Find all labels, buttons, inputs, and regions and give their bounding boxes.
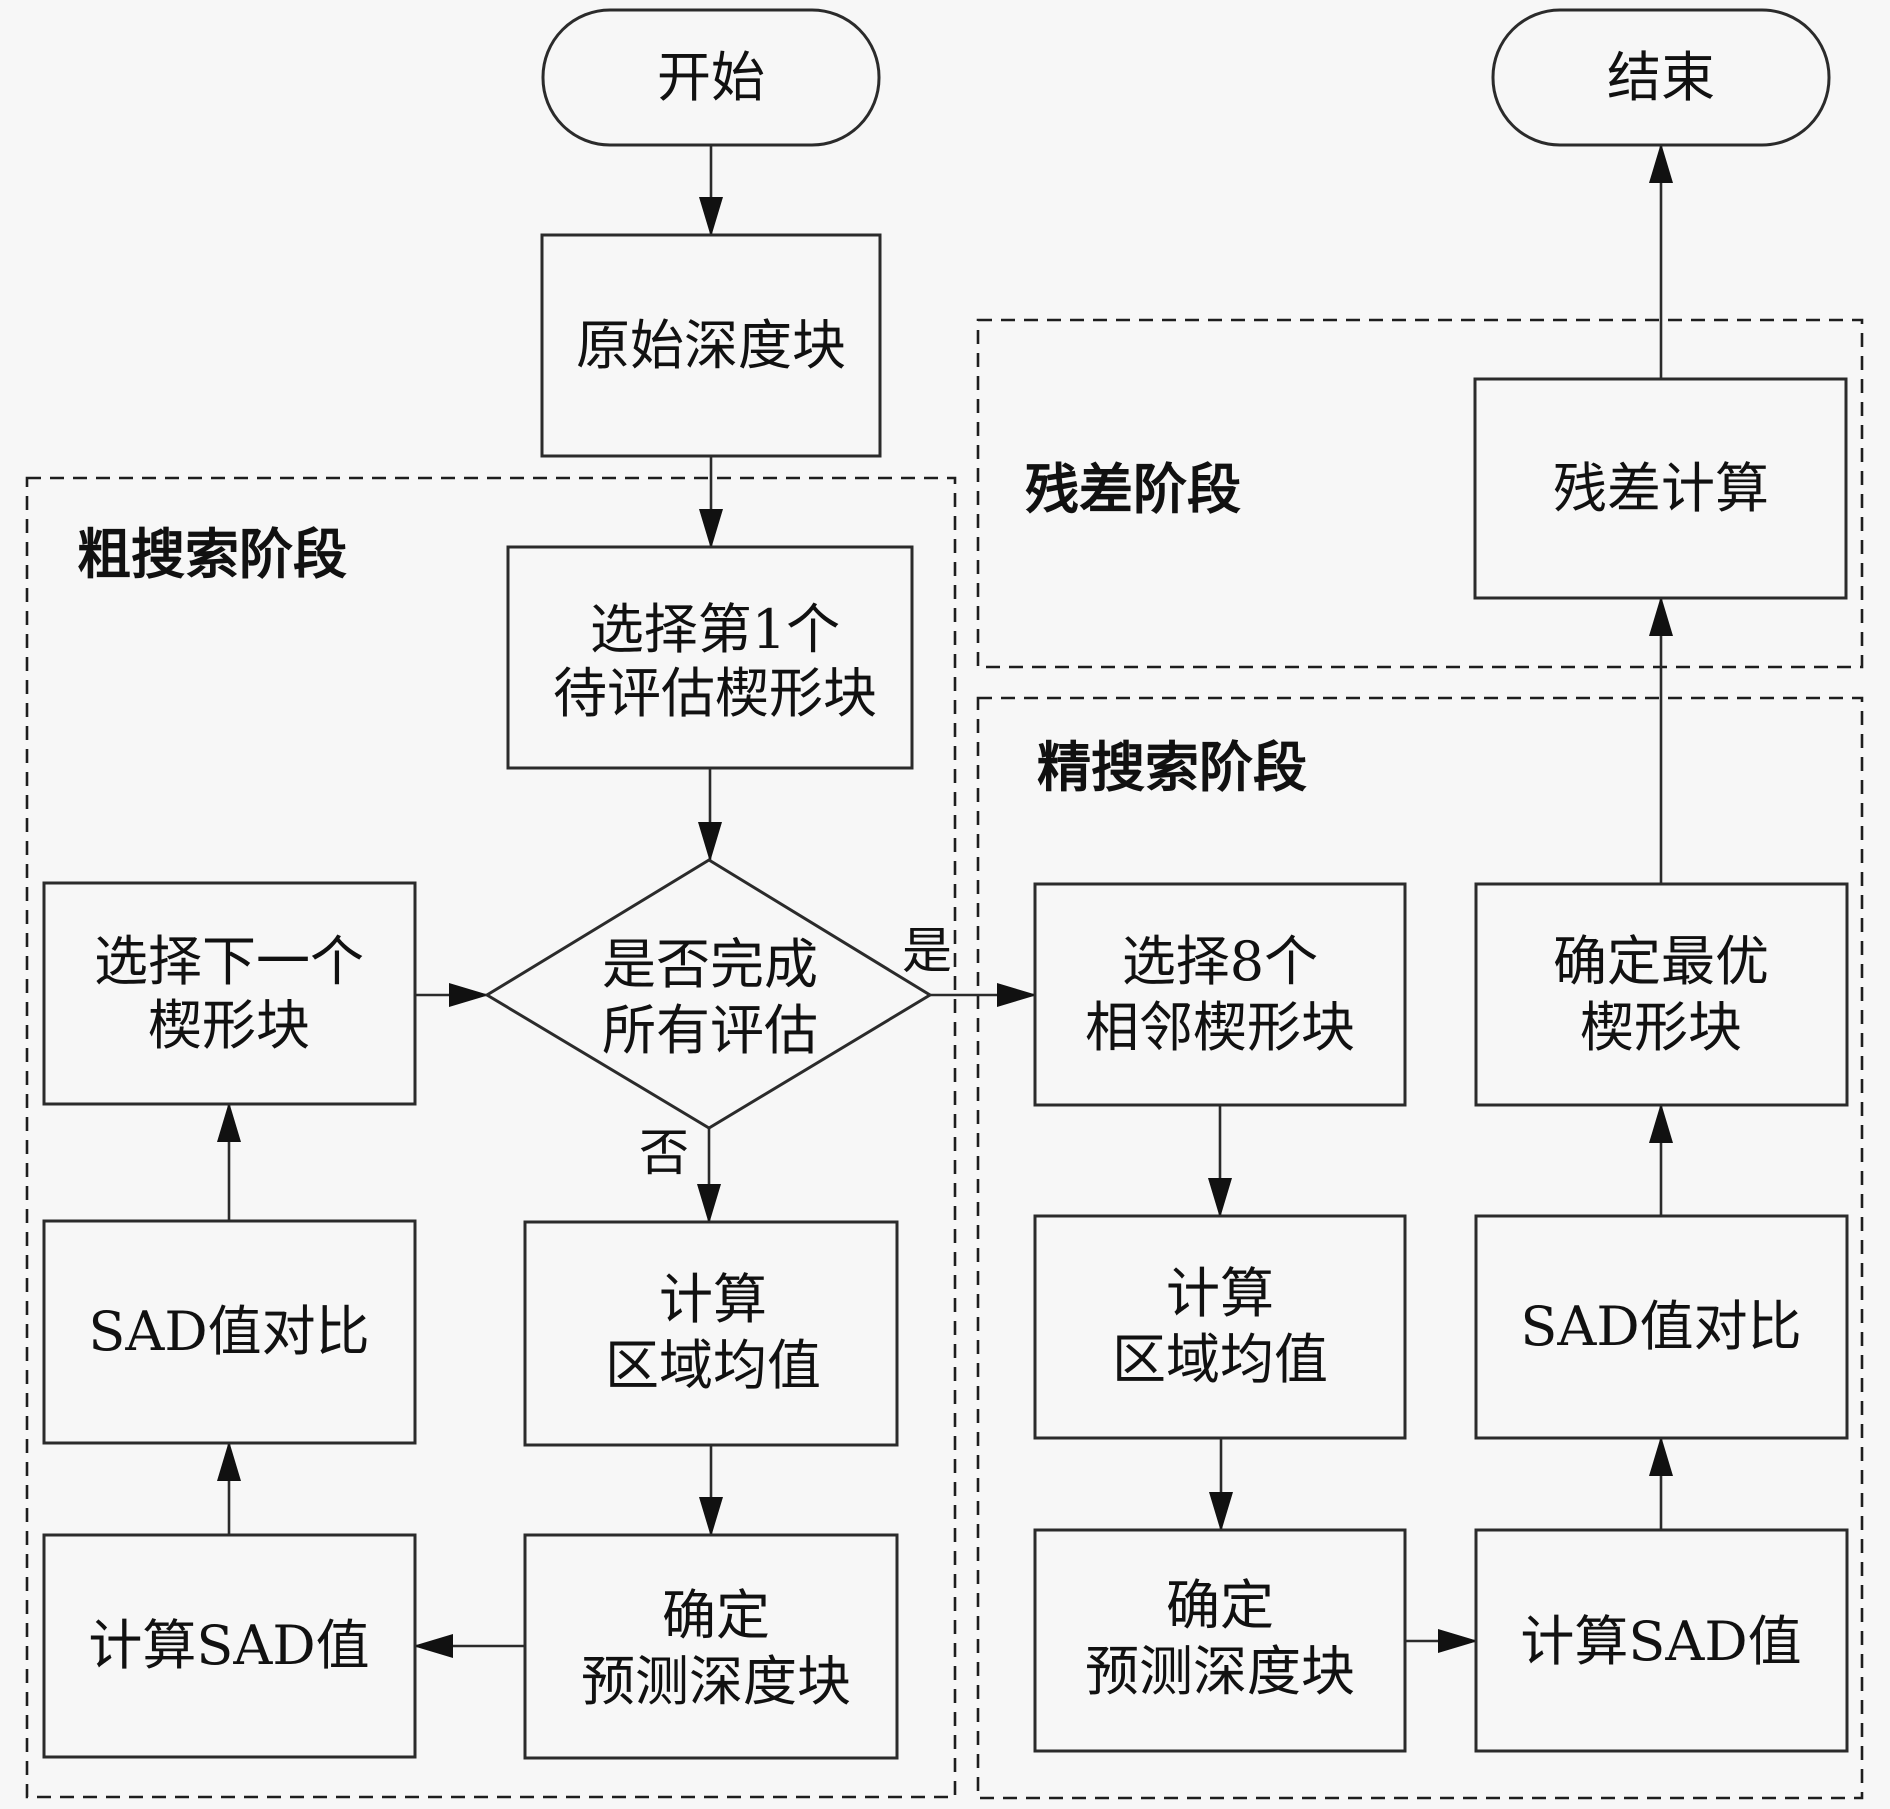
coarse-sad-compare-node[interactable]: SAD值对比 bbox=[42, 1219, 417, 1445]
end-node[interactable]: 结束 bbox=[1491, 8, 1831, 147]
decision-line2: 所有评估 bbox=[602, 999, 818, 1062]
end-label: 结束 bbox=[1607, 46, 1715, 109]
fine-calc-sad-node[interactable]: 计算SAD值 bbox=[1474, 1528, 1849, 1753]
coarse-stage-title: 粗搜索阶段 bbox=[77, 523, 347, 586]
select-eight-line2: 相邻楔形块 bbox=[1085, 996, 1355, 1059]
select-eight-line1: 选择8个 bbox=[1122, 930, 1318, 993]
fine-calc-sad-label: 计算SAD值 bbox=[1520, 1610, 1801, 1673]
determine-optimal-node[interactable]: 确定最优 楔形块 bbox=[1474, 882, 1849, 1107]
fine-determine-pred-line1: 确定 bbox=[1166, 1574, 1274, 1637]
coarse-search-stage bbox=[25, 476, 957, 1799]
yes-label: 是 bbox=[902, 922, 952, 980]
coarse-calc-mean-line1: 计算 bbox=[659, 1268, 767, 1331]
coarse-determine-pred-line1: 确定 bbox=[662, 1584, 770, 1647]
coarse-calc-sad-node[interactable]: 计算SAD值 bbox=[42, 1533, 417, 1759]
fine-search-stage bbox=[976, 696, 1864, 1800]
select-first-wedgelet-node[interactable]: 选择第1个 待评估楔形块 bbox=[506, 545, 914, 770]
select-next-line1: 选择下一个 bbox=[94, 930, 364, 993]
coarse-determine-pred-node[interactable]: 确定 预测深度块 bbox=[523, 1533, 899, 1760]
fine-determine-pred-line2: 预测深度块 bbox=[1085, 1640, 1355, 1703]
coarse-sad-compare-label: SAD值对比 bbox=[88, 1300, 369, 1363]
residual-stage-title: 残差阶段 bbox=[1025, 458, 1241, 521]
residual-calc-node[interactable]: 残差计算 bbox=[1473, 377, 1848, 600]
original-depth-block-node[interactable]: 原始深度块 bbox=[540, 233, 882, 458]
fine-stage-title: 精搜索阶段 bbox=[1037, 736, 1307, 799]
select-next-line2: 楔形块 bbox=[148, 994, 310, 1057]
residual-stage bbox=[976, 318, 1864, 669]
coarse-calc-sad-label: 计算SAD值 bbox=[88, 1614, 369, 1677]
fine-determine-pred-node[interactable]: 确定 预测深度块 bbox=[1033, 1528, 1407, 1753]
fine-calc-mean-line2: 区域均值 bbox=[1112, 1328, 1328, 1391]
decision-line1: 是否完成 bbox=[602, 933, 818, 996]
fine-sad-compare-label: SAD值对比 bbox=[1520, 1295, 1801, 1358]
select-first-line2: 待评估楔形块 bbox=[553, 662, 877, 725]
fine-calc-mean-line1: 计算 bbox=[1166, 1262, 1274, 1325]
start-label: 开始 bbox=[657, 46, 765, 109]
fine-sad-compare-node[interactable]: SAD值对比 bbox=[1474, 1214, 1849, 1440]
no-label: 否 bbox=[639, 1124, 689, 1182]
determine-optimal-line1: 确定最优 bbox=[1553, 930, 1769, 993]
original-depth-block-label: 原始深度块 bbox=[576, 314, 846, 377]
fine-calc-mean-node[interactable]: 计算 区域均值 bbox=[1033, 1214, 1407, 1440]
coarse-calc-mean-node[interactable]: 计算 区域均值 bbox=[523, 1220, 899, 1447]
select-eight-neighbors-node[interactable]: 选择8个 相邻楔形块 bbox=[1033, 882, 1407, 1107]
coarse-calc-mean-line2: 区域均值 bbox=[605, 1334, 821, 1397]
start-node[interactable]: 开始 bbox=[541, 8, 881, 147]
determine-optimal-line2: 楔形块 bbox=[1580, 996, 1742, 1059]
select-next-wedgelet-node[interactable]: 选择下一个 楔形块 bbox=[42, 881, 417, 1106]
coarse-determine-pred-line2: 预测深度块 bbox=[581, 1650, 851, 1713]
residual-calc-label: 残差计算 bbox=[1553, 457, 1769, 520]
decision-all-evaluated-node[interactable]: 是否完成 所有评估 bbox=[484, 858, 933, 1130]
select-first-line1: 选择第1个 bbox=[590, 598, 840, 661]
